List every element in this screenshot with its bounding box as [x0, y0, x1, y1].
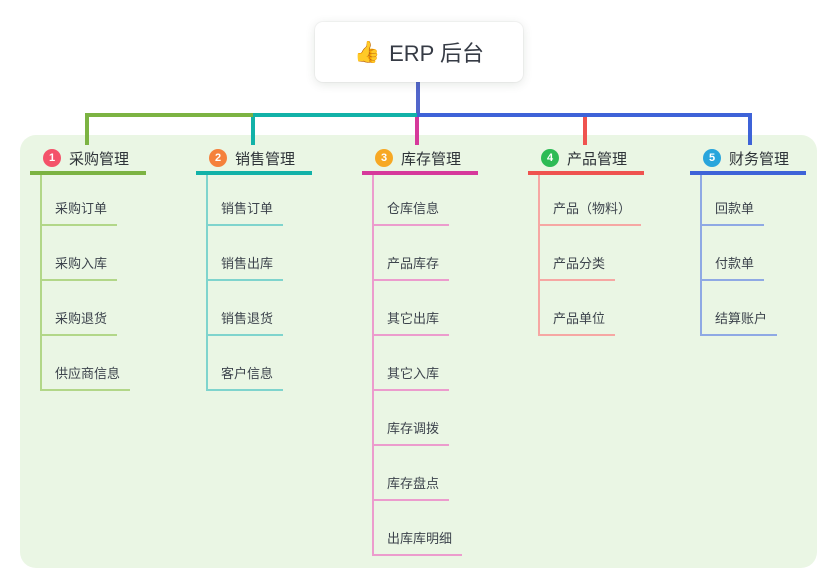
child-node[interactable]: 销售出库: [208, 253, 284, 281]
child-node[interactable]: 库存盘点: [374, 473, 450, 501]
child-node[interactable]: 产品（物料）: [540, 198, 642, 226]
branch-children: 回款单 付款单 结算账户: [700, 175, 822, 336]
thumbs-up-icon: 👍: [353, 40, 381, 64]
child-node[interactable]: 库存调拨: [374, 418, 450, 446]
branch-number-badge: 5: [703, 149, 721, 167]
child-node[interactable]: 采购订单: [42, 198, 118, 226]
child-node[interactable]: 销售退货: [208, 308, 284, 336]
branch-children: 产品（物料） 产品分类 产品单位: [538, 175, 660, 336]
branch-label: 库存管理: [401, 150, 462, 168]
branch-product: 4 产品管理 产品（物料） 产品分类 产品单位: [528, 145, 660, 336]
child-node[interactable]: 客户信息: [208, 363, 284, 391]
branch-label: 财务管理: [729, 150, 790, 168]
child-node[interactable]: 仓库信息: [374, 198, 450, 226]
drop-line-sales: [251, 117, 255, 145]
branch-label: 产品管理: [567, 150, 628, 168]
branch-children: 销售订单 销售出库 销售退货 客户信息: [206, 175, 328, 391]
child-node[interactable]: 付款单: [702, 253, 765, 281]
branch-number-badge: 4: [541, 149, 559, 167]
branch-children: 采购订单 采购入库 采购退货 供应商信息: [40, 175, 162, 391]
child-node[interactable]: 结算账户: [702, 308, 778, 336]
child-node[interactable]: 回款单: [702, 198, 765, 226]
child-node[interactable]: 产品分类: [540, 253, 616, 281]
root-connector-line: [416, 82, 420, 117]
drop-line-finance: [748, 113, 752, 145]
child-node[interactable]: 采购退货: [42, 308, 118, 336]
drop-line-inventory: [415, 117, 419, 145]
branch-inventory-header[interactable]: 3 库存管理: [362, 145, 478, 175]
root-node-label: ERP 后台: [389, 41, 485, 66]
child-node[interactable]: 销售订单: [208, 198, 284, 226]
bus-segment-finance: [417, 113, 752, 117]
branch-purchase-header[interactable]: 1 采购管理: [30, 145, 146, 175]
mindmap-background-panel: [20, 135, 817, 568]
branch-finance-header[interactable]: 5 财务管理: [690, 145, 806, 175]
branch-children: 仓库信息 产品库存 其它出库 其它入库 库存调拨 库存盘点 出库库明细: [372, 175, 494, 556]
child-node[interactable]: 采购入库: [42, 253, 118, 281]
child-node[interactable]: 供应商信息: [42, 363, 131, 391]
branch-finance: 5 财务管理 回款单 付款单 结算账户: [690, 145, 822, 336]
child-node[interactable]: 产品库存: [374, 253, 450, 281]
branch-label: 采购管理: [69, 150, 130, 168]
bus-segment-sales: [253, 113, 419, 117]
child-node[interactable]: 出库库明细: [374, 528, 463, 556]
branch-sales-header[interactable]: 2 销售管理: [196, 145, 312, 175]
branch-number-badge: 3: [375, 149, 393, 167]
drop-line-purchase: [85, 117, 89, 145]
child-node[interactable]: 其它入库: [374, 363, 450, 391]
branch-product-header[interactable]: 4 产品管理: [528, 145, 644, 175]
branch-number-badge: 2: [209, 149, 227, 167]
child-node[interactable]: 产品单位: [540, 308, 616, 336]
root-node[interactable]: 👍 ERP 后台: [315, 22, 523, 82]
branch-inventory: 3 库存管理 仓库信息 产品库存 其它出库 其它入库 库存调拨 库存盘点 出库库…: [362, 145, 494, 556]
branch-purchase: 1 采购管理 采购订单 采购入库 采购退货 供应商信息: [30, 145, 162, 391]
bus-segment-purchase: [85, 113, 255, 117]
branch-sales: 2 销售管理 销售订单 销售出库 销售退货 客户信息: [196, 145, 328, 391]
drop-line-product: [583, 117, 587, 145]
child-node[interactable]: 其它出库: [374, 308, 450, 336]
branch-label: 销售管理: [235, 150, 296, 168]
branch-number-badge: 1: [43, 149, 61, 167]
